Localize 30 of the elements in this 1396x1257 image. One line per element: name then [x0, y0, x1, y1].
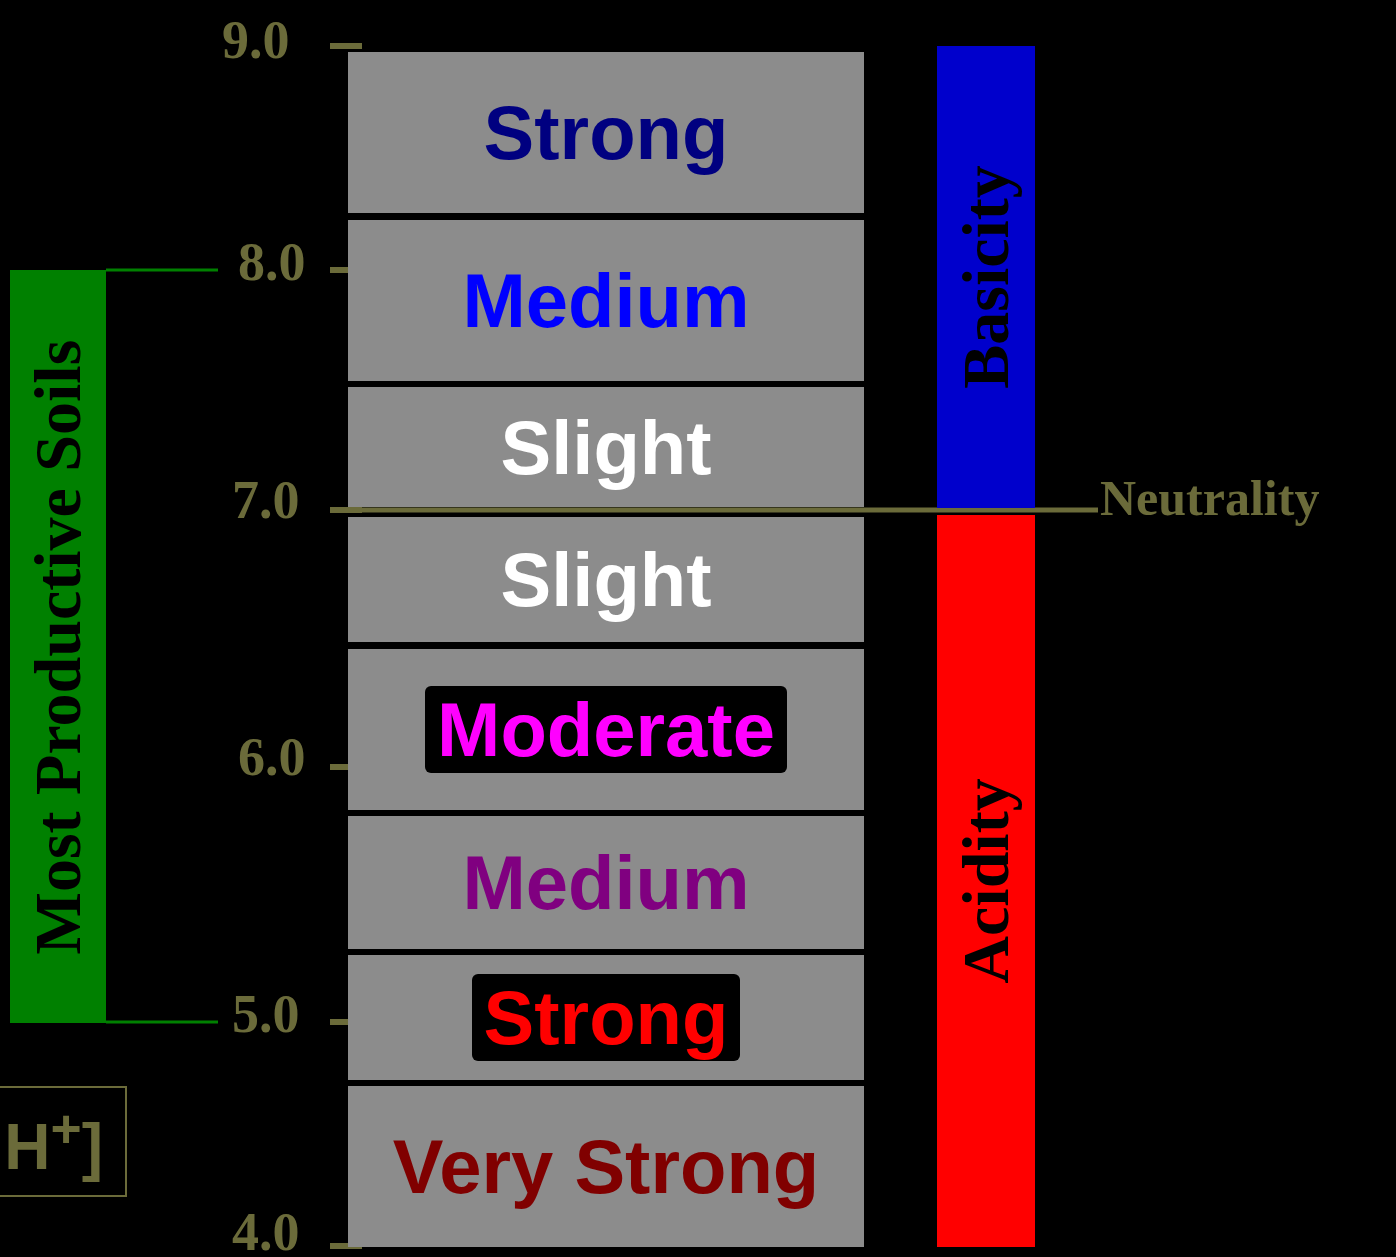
- range-bar: [937, 515, 1035, 1247]
- ph-value: 6.0: [238, 730, 306, 784]
- band-label: Slight: [500, 403, 712, 491]
- box-label: H$^{+}$]: [4, 1098, 103, 1185]
- ph-value: 9.0: [222, 13, 290, 67]
- scale-band: [348, 387, 864, 507]
- ph-value: 5.0: [232, 987, 300, 1041]
- scale-band: [348, 1086, 864, 1247]
- scale-band: [348, 52, 864, 213]
- bar-label: Basicity: [948, 165, 1023, 389]
- range-bar: [10, 270, 106, 1023]
- scale-band: [348, 816, 864, 949]
- scale-band: [348, 649, 864, 810]
- band-label: Slight: [500, 536, 712, 623]
- band-label: Medium: [462, 839, 750, 926]
- band-label: Strong: [471, 974, 741, 1061]
- scale-band: [348, 517, 864, 642]
- range-bar: [937, 46, 1035, 508]
- ph-value: 7.0: [232, 473, 300, 527]
- scale-band: [348, 220, 864, 381]
- outlined-box: [0, 1086, 127, 1197]
- band-label: Moderate: [425, 686, 787, 773]
- band-label: Medium: [462, 257, 750, 344]
- ph-value: 8.0: [238, 235, 306, 289]
- band-label: Very Strong: [392, 1123, 820, 1210]
- bar-label: Most Productive Soils: [20, 339, 95, 954]
- ph-value: 4.0: [232, 1205, 300, 1257]
- bar-label: Acidity: [948, 778, 1023, 984]
- band-label: Strong: [483, 89, 729, 176]
- scale-band: [348, 955, 864, 1080]
